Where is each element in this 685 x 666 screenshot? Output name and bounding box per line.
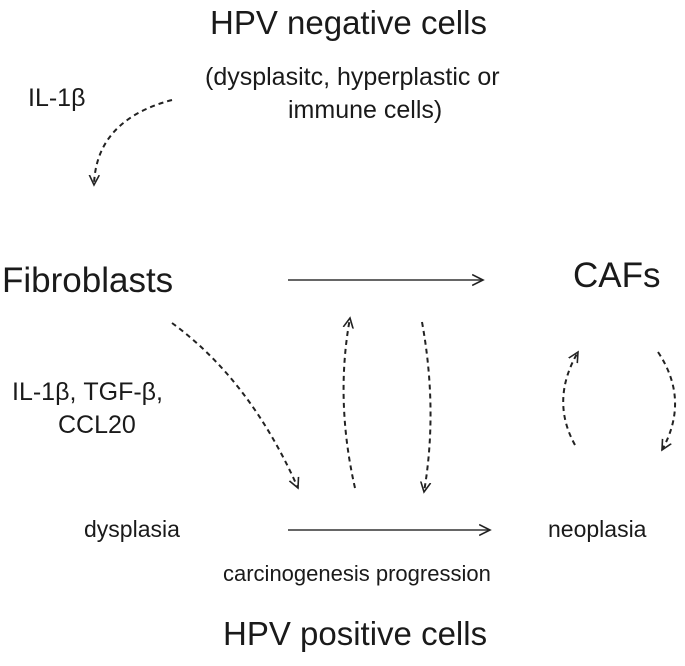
hpv-positive-title: HPV positive cells	[223, 615, 488, 652]
neoplasia-label: neoplasia	[548, 516, 647, 542]
il1b-arrow	[94, 99, 173, 185]
dysplasia-label: dysplasia	[84, 516, 180, 542]
dysplasia-down-arrow	[422, 321, 432, 492]
neoplasia-up-arrow	[562, 352, 578, 446]
cytokines-label-line1: IL-1β, TGF-β,	[12, 378, 163, 406]
fibroblasts-to-dysplasia-arrow	[171, 322, 298, 488]
hpv-negative-subtitle-line1: (dysplasitc, hyperplastic or	[205, 63, 500, 91]
cafs-label: CAFs	[573, 256, 661, 295]
hpv-negative-title: HPV negative cells	[210, 4, 487, 41]
il1b-label-top: IL-1β	[28, 84, 86, 112]
hpv-negative-subtitle-line2: immune cells)	[288, 96, 443, 124]
dysplasia-up-arrow	[342, 318, 356, 489]
fibroblasts-label: Fibroblasts	[2, 261, 174, 300]
cytokines-label-line2: CCL20	[58, 411, 136, 439]
neoplasia-down-arrow	[657, 351, 677, 450]
progression-label: carcinogenesis progression	[223, 561, 491, 586]
